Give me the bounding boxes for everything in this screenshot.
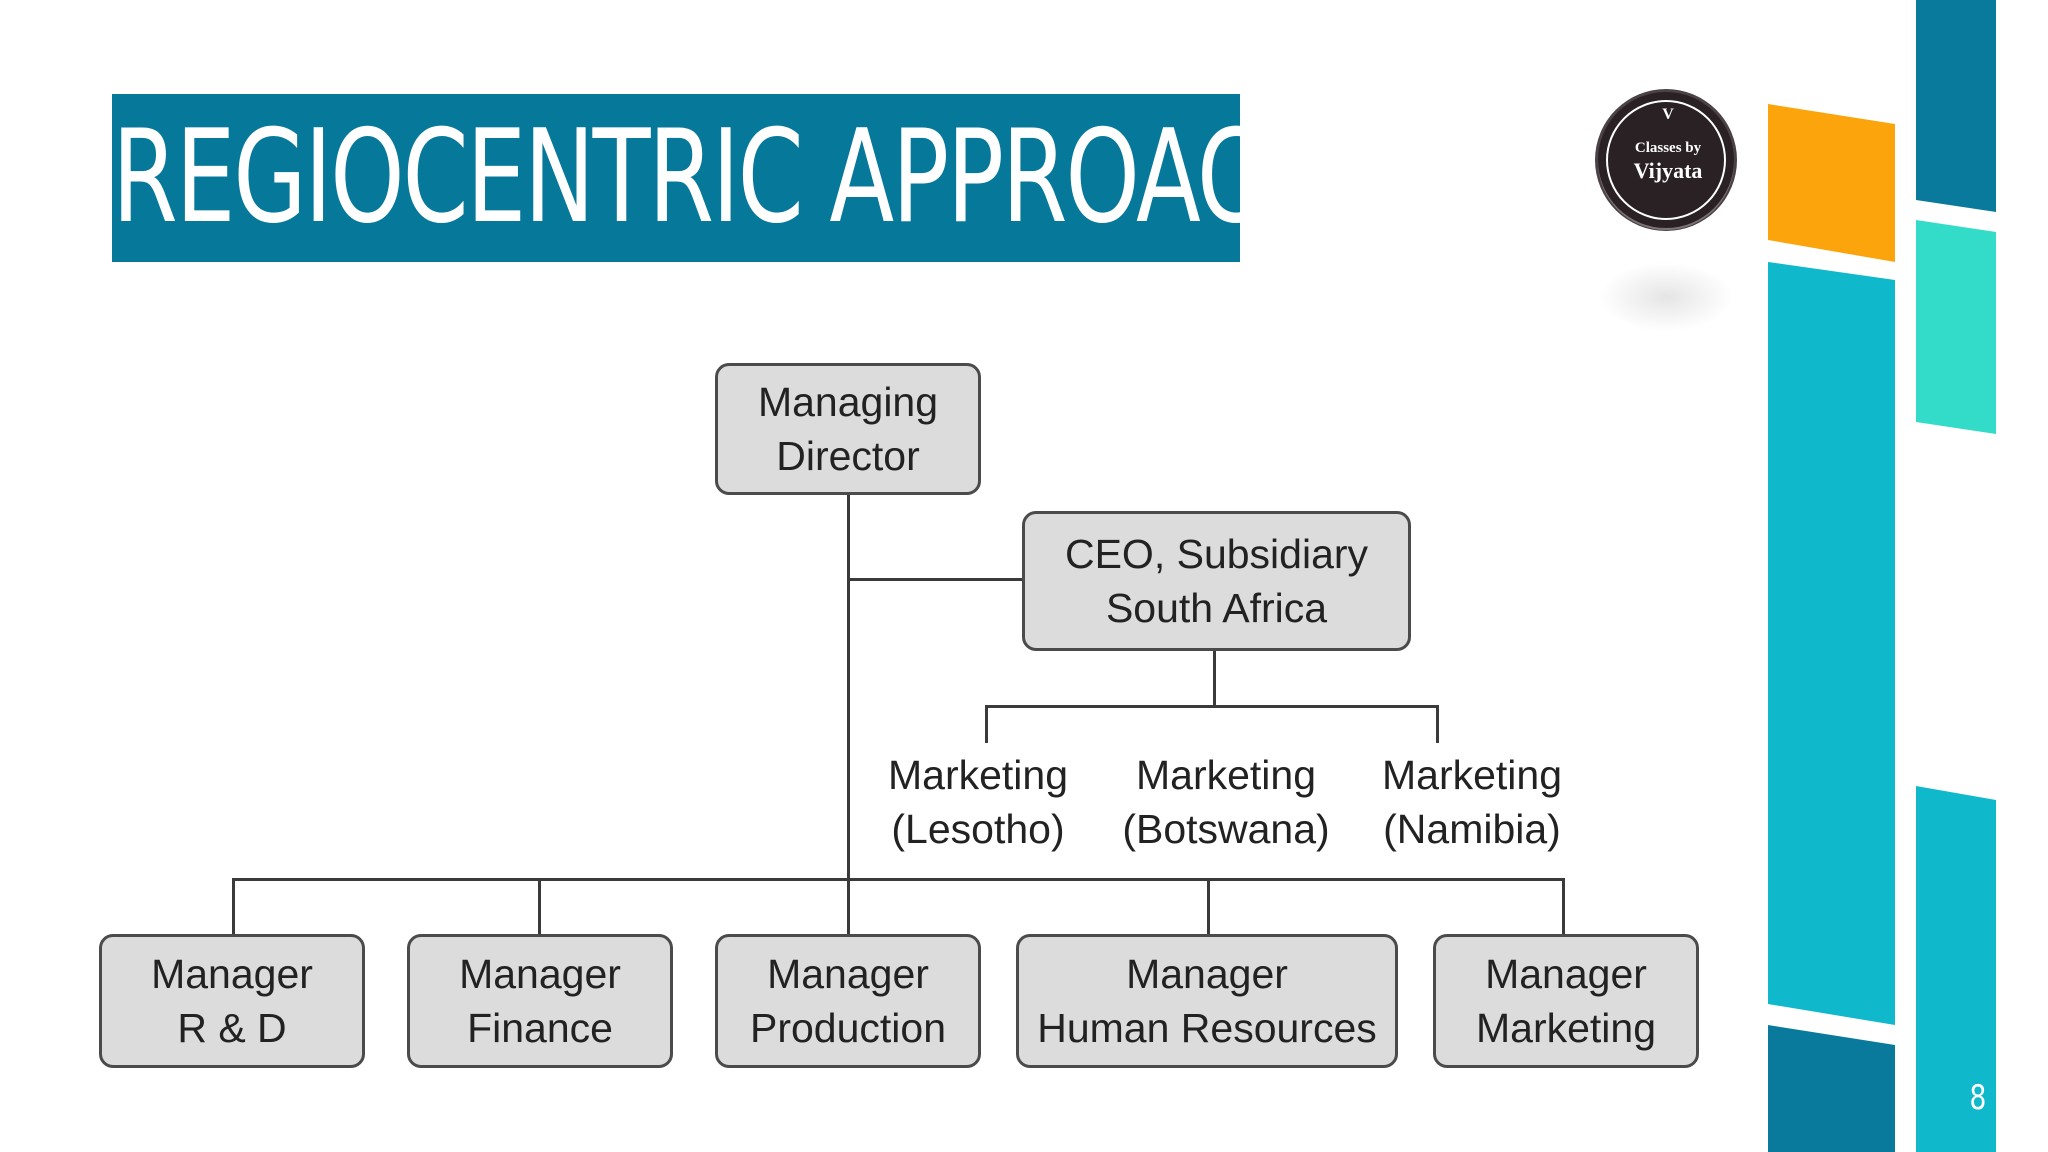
node-label-line1: Manager: [459, 951, 621, 997]
node-label-line1: Managing: [757, 379, 939, 425]
connector-ceo-down: [1213, 650, 1216, 706]
node-manager-production: Manager Production: [715, 934, 981, 1068]
node-manager-marketing: Manager Marketing: [1433, 934, 1699, 1068]
deco-orange-block: [1768, 104, 1895, 262]
node-label-line1: Marketing: [887, 752, 1068, 798]
classes-by-vijyata-logo: V Classes by Vijyata: [1598, 92, 1734, 228]
node-label-line2: (Lesotho): [891, 806, 1065, 852]
node-label-line2: Production: [749, 1005, 946, 1051]
node-marketing-lesotho: Marketing (Lesotho): [878, 746, 1078, 858]
connector-marketing-namibia: [1436, 705, 1439, 743]
connector-manager-rd: [232, 878, 235, 934]
logo-shadow: [1598, 262, 1734, 332]
node-label-line1: Manager: [1126, 951, 1288, 997]
node-label-line2: R & D: [177, 1005, 287, 1051]
deco-dark-blue-bottom-left-block: [1768, 1025, 1895, 1152]
node-marketing-namibia: Marketing (Namibia): [1372, 746, 1572, 858]
connector-manager-marketing: [1562, 878, 1565, 934]
node-label-line2: Finance: [467, 1005, 613, 1051]
node-label-line2: (Namibia): [1383, 806, 1561, 852]
node-manager-finance: Manager Finance: [407, 934, 673, 1068]
deco-teal-block: [1916, 220, 1996, 434]
node-label-line1: Manager: [151, 951, 313, 997]
node-manager-human-resources: Manager Human Resources: [1016, 934, 1398, 1068]
logo-text-line1: Classes by: [1634, 140, 1702, 156]
node-marketing-botswana: Marketing (Botswana): [1112, 746, 1340, 858]
node-manager-rd: Manager R & D: [99, 934, 365, 1068]
connector-managers-bar: [232, 878, 1565, 881]
slide-page-number: 8: [1969, 1078, 1987, 1118]
deco-cyan-tall-block: [1768, 262, 1895, 1025]
deco-cyan-bottom-right-block: [1916, 786, 1996, 1152]
connector-marketing-bar: [985, 705, 1439, 708]
node-label-line1: Marketing: [1381, 752, 1562, 798]
node-label-line1: Manager: [1485, 951, 1647, 997]
node-label-line2: Human Resources: [1037, 1005, 1377, 1051]
connector-manager-hr: [1207, 878, 1210, 934]
node-label-line1: Marketing: [1135, 752, 1316, 798]
connector-manager-finance: [538, 878, 541, 934]
node-ceo-subsidiary: CEO, Subsidiary South Africa: [1022, 511, 1411, 651]
connector-marketing-lesotho: [985, 705, 988, 743]
logo-ring: V Classes by Vijyata: [1606, 100, 1726, 220]
node-label-line2: South Africa: [1105, 585, 1328, 631]
deco-dark-blue-top-right-block: [1916, 0, 1996, 212]
node-label-line2: Director: [776, 433, 920, 479]
node-label-line1: Manager: [767, 951, 929, 997]
slide-title-bar: REGIOCENTRIC APPROACH: [112, 94, 1332, 262]
logo-text-line2: Vijyata: [1633, 158, 1703, 183]
node-managing-director: Managing Director: [715, 363, 981, 495]
node-label-line1: CEO, Subsidiary: [1064, 531, 1369, 577]
node-label-line2: Marketing: [1475, 1005, 1656, 1051]
connector-md-to-ceo: [847, 578, 1023, 581]
connector-md-trunk: [847, 492, 850, 934]
logo-mark: V: [1662, 106, 1674, 123]
node-label-line2: (Botswana): [1122, 806, 1330, 852]
